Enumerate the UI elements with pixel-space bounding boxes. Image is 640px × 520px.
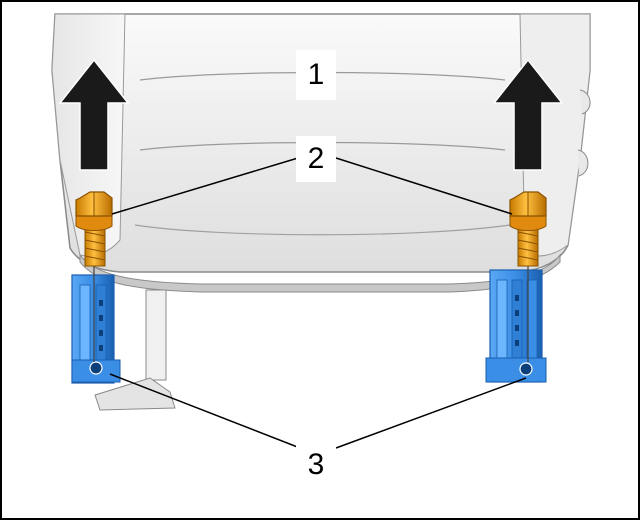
bolt-right-icon — [509, 191, 547, 267]
up-arrow-left-icon — [58, 58, 130, 171]
seat-support-post — [94, 289, 176, 411]
rail-bolt-hole-right — [519, 362, 533, 376]
leader-line-2-right — [335, 157, 513, 215]
callout-2-label: 2 — [308, 142, 325, 175]
up-arrow-right-icon — [492, 58, 564, 171]
callout-1-label: 1 — [308, 58, 325, 91]
leader-line-2-left — [111, 157, 299, 215]
callout-2: 2 — [296, 136, 336, 182]
callout-3-label: 3 — [308, 448, 325, 481]
seat-rail-right — [485, 269, 547, 383]
callout-1: 1 — [296, 50, 336, 100]
leader-line-3-right — [335, 377, 527, 449]
callout-3: 3 — [296, 442, 336, 488]
leader-line-3-left — [109, 373, 301, 449]
rail-bolt-hole-left — [89, 361, 103, 375]
seat-rail-left — [71, 274, 121, 384]
bolt-left-icon — [75, 191, 113, 267]
